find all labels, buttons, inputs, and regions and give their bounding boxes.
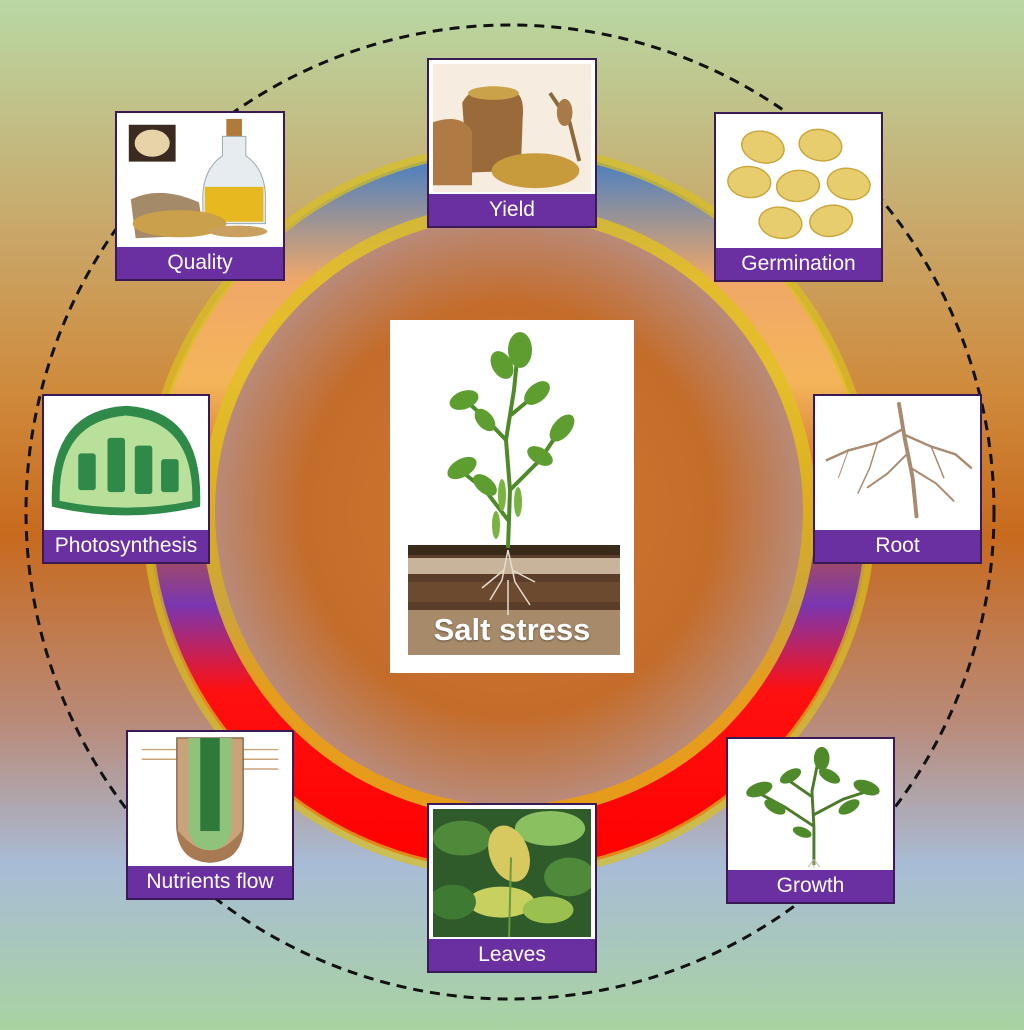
card-yield: Yield bbox=[427, 58, 597, 228]
soybean-seeds-icon bbox=[720, 118, 877, 246]
card-photosynthesis: Photosynthesis bbox=[42, 394, 210, 564]
card-photosynthesis-label: Photosynthesis bbox=[44, 530, 208, 562]
card-root-label: Root bbox=[815, 530, 980, 562]
chloroplast-icon bbox=[48, 400, 204, 528]
card-germination-label: Germination bbox=[716, 248, 881, 280]
root-system-icon bbox=[819, 400, 976, 528]
grain-sacks-icon bbox=[433, 64, 591, 192]
card-leaves-label: Leaves bbox=[429, 939, 595, 971]
soybean-plant-illustration bbox=[408, 332, 620, 655]
leaves-photo-icon bbox=[433, 809, 591, 937]
center-card: Salt stress bbox=[390, 320, 634, 673]
card-quality-label: Quality bbox=[117, 247, 283, 279]
card-growth: Growth bbox=[726, 737, 895, 904]
card-growth-label: Growth bbox=[728, 870, 893, 902]
outer-dashed-circle bbox=[24, 23, 996, 1001]
center-title: Salt stress bbox=[433, 612, 591, 647]
card-root: Root bbox=[813, 394, 982, 564]
soybean-oil-bottle-icon bbox=[121, 117, 279, 245]
card-germination: Germination bbox=[714, 112, 883, 282]
card-yield-label: Yield bbox=[429, 194, 595, 226]
card-quality: Quality bbox=[115, 111, 285, 281]
card-nutrients-label: Nutrients flow bbox=[128, 866, 292, 898]
card-leaves: Leaves bbox=[427, 803, 597, 973]
seedling-icon bbox=[732, 743, 889, 868]
root-cross-section-icon bbox=[132, 736, 288, 864]
card-nutrients: Nutrients flow bbox=[126, 730, 294, 900]
